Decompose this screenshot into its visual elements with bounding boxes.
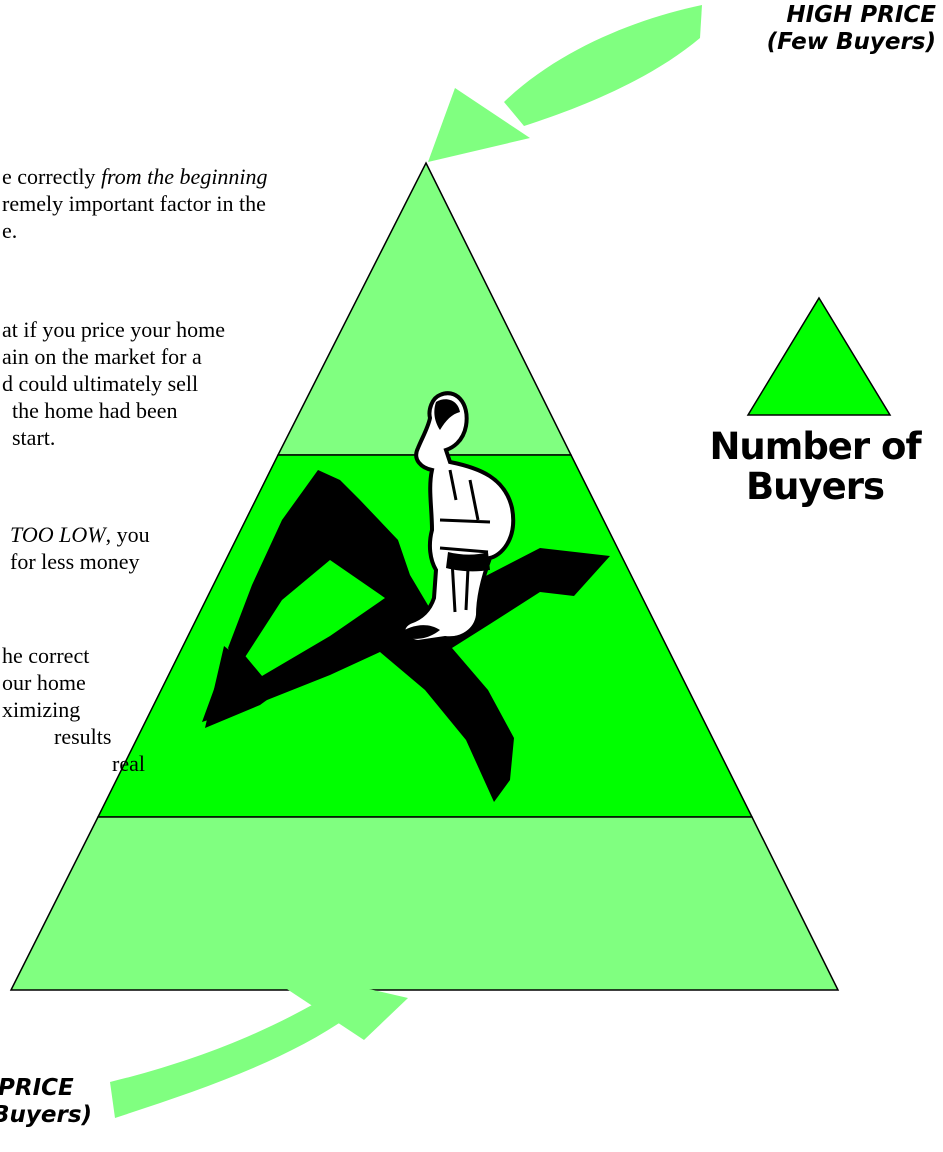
paragraph-4: he correct our home ximizing results rea…	[0, 642, 87, 777]
legend-label-line1: Number of	[700, 427, 930, 467]
text-run-italic: TOO LOW	[10, 522, 106, 547]
paragraph-line: ximizing	[2, 696, 89, 723]
paragraph-line: e.	[2, 217, 268, 244]
text-run: , you	[106, 522, 150, 547]
legend-label: Number of Buyers	[700, 427, 930, 507]
paragraph-line: real	[112, 750, 199, 777]
low-price-label: PRICE Buyers)	[0, 1075, 92, 1129]
low-price-label-line1: PRICE	[0, 1075, 92, 1102]
triangle-icon	[748, 298, 890, 415]
legend-label-line2: Buyers	[700, 467, 930, 507]
high-price-label-line2: (Few Buyers)	[706, 29, 936, 56]
paragraph-line: our home	[2, 669, 89, 696]
paragraph-line: remely important factor in the	[2, 190, 268, 217]
paragraph-1: e correctly from the beginning remely im…	[2, 163, 268, 244]
paragraph-line: at if you price your home	[2, 316, 225, 343]
text-run-italic: from the beginning	[101, 164, 268, 189]
paragraph-line: he correct	[2, 642, 89, 669]
high-price-label-line1: HIGH PRICE	[706, 2, 936, 29]
paragraph-line: d could ultimately sell	[2, 370, 225, 397]
paragraph-line: e correctly from the beginning	[2, 163, 268, 190]
paragraph-line: start.	[12, 424, 235, 451]
paragraph-line: ain on the market for a	[2, 343, 225, 370]
paragraph-line: results	[54, 723, 141, 750]
pyramid-top-band	[278, 163, 571, 455]
curved-arrow-icon	[428, 5, 702, 162]
paragraph-3: TOO LOW, you for less money	[10, 521, 150, 575]
high-price-label: HIGH PRICE (Few Buyers)	[706, 2, 936, 56]
text-run: e correctly	[2, 164, 101, 189]
paragraph-2: at if you price your home ain on the mar…	[2, 316, 225, 451]
low-price-label-line2: Buyers)	[0, 1102, 92, 1129]
paragraph-line: for less money	[10, 548, 150, 575]
paragraph-line: the home had been	[12, 397, 235, 424]
paragraph-line: TOO LOW, you	[10, 521, 150, 548]
pyramid-bottom-band	[11, 817, 838, 990]
